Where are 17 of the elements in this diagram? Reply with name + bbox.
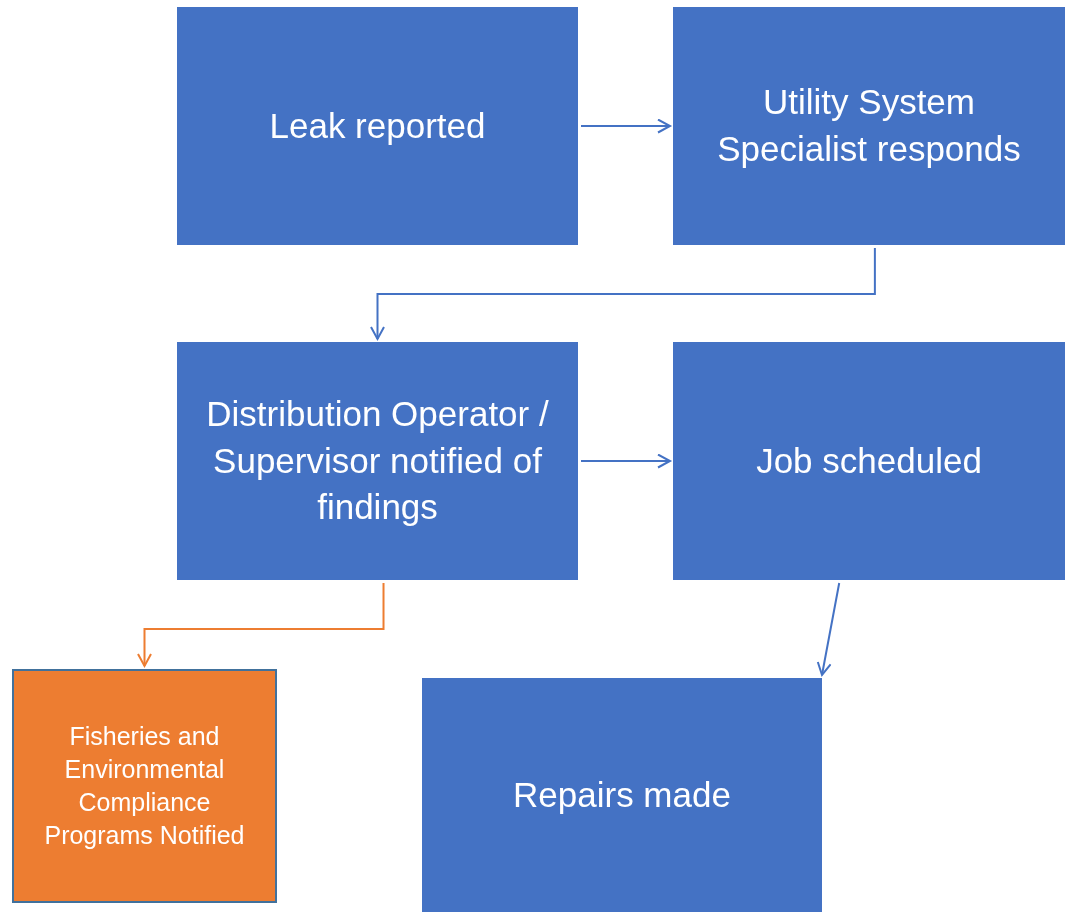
arrow: [370, 247, 876, 340]
box-label: Fisheries and Environmental Compliance Programs Notified: [43, 720, 246, 852]
box-label: Leak reported: [269, 104, 486, 147]
box-label: Repairs made: [513, 773, 731, 816]
arrow: [816, 582, 841, 676]
box-label: Job scheduled: [756, 439, 982, 482]
process-box: [422, 678, 822, 912]
process-box: [12, 669, 277, 903]
box-label: Distribution Operator / Supervisor notified of findings: [205, 393, 550, 529]
process-box: [177, 342, 578, 580]
process-box: [673, 342, 1065, 580]
arrow: [580, 118, 671, 134]
arrow: [137, 582, 385, 667]
box-label: Utility System Specialist responds: [716, 81, 1022, 170]
process-box: [177, 7, 578, 245]
process-box: [673, 7, 1065, 245]
arrow: [580, 453, 671, 469]
